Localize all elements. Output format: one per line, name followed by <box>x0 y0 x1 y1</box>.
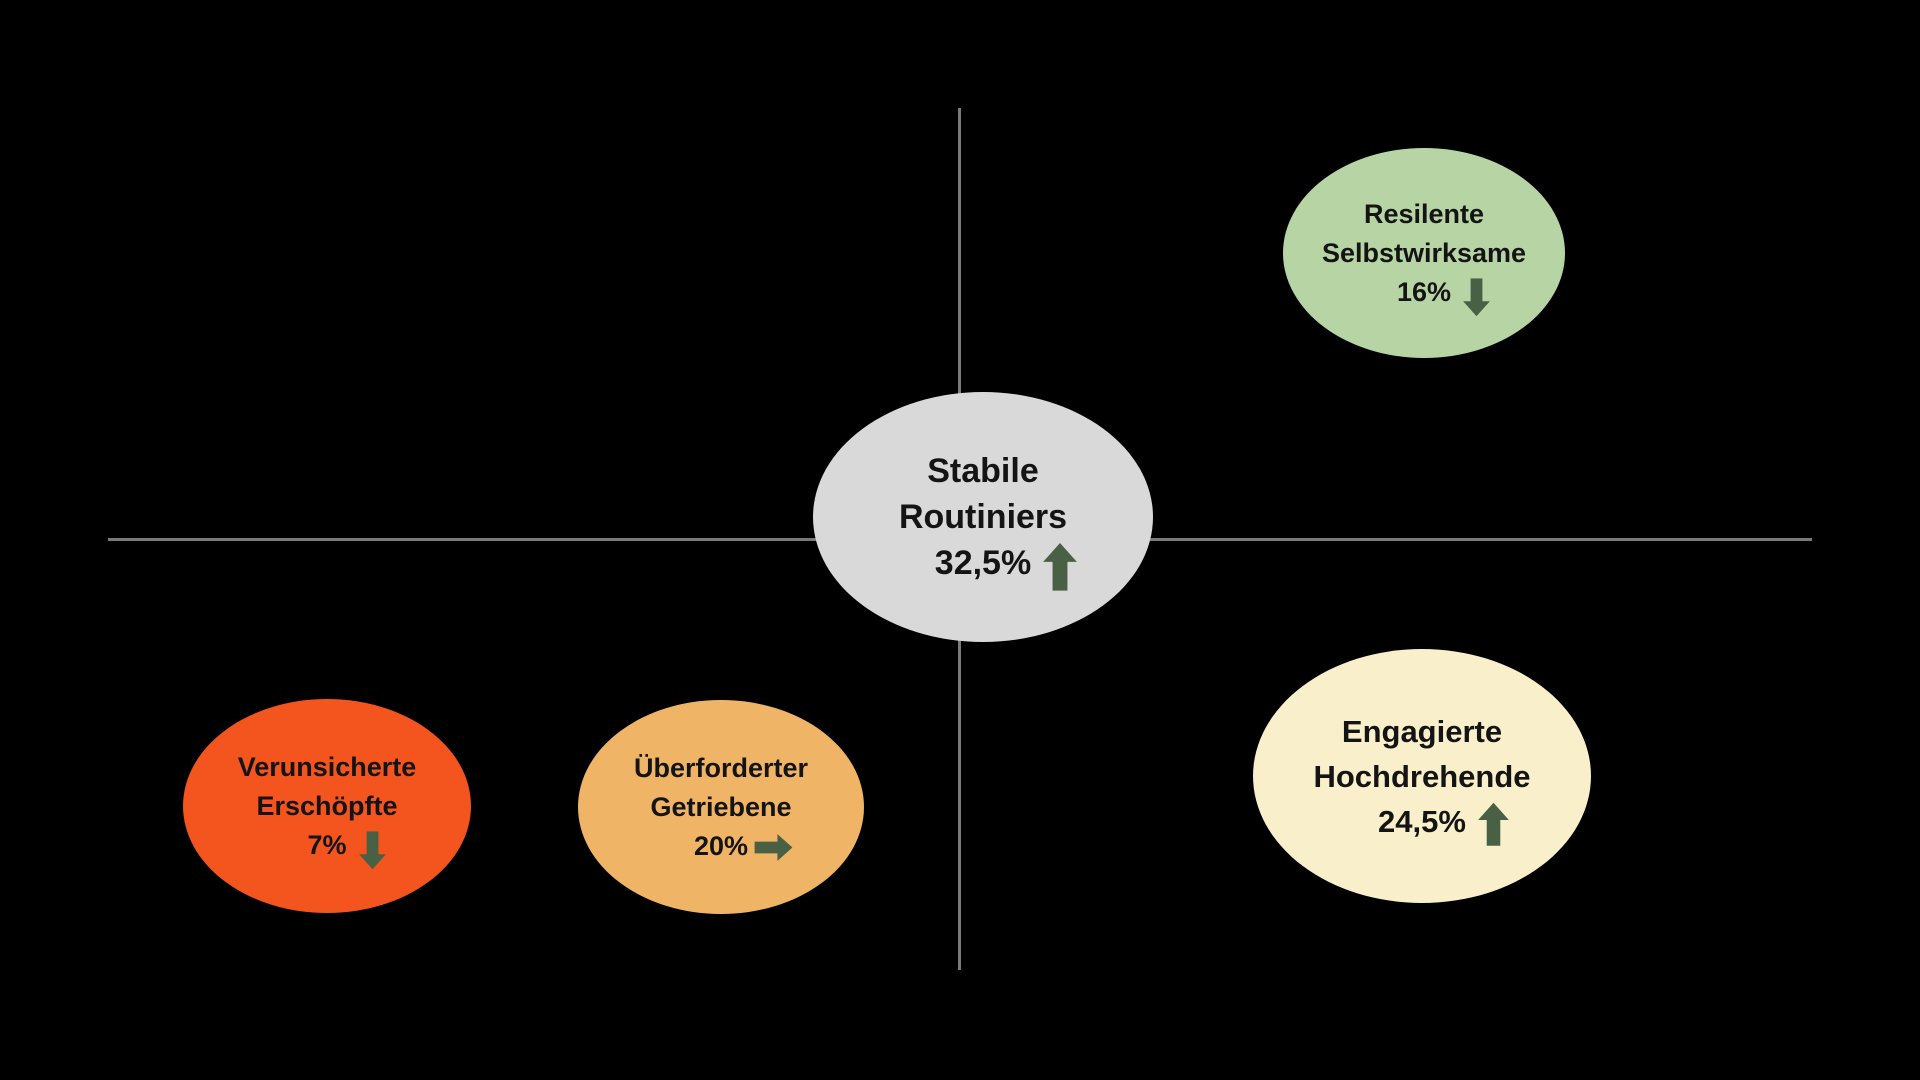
bubble-verunsicherte-erschoepfte: Verunsicherte Erschöpfte 7% <box>183 699 471 913</box>
bubble-value: 24,5% <box>1378 803 1466 839</box>
bubble-value: 32,5% <box>934 544 1032 582</box>
bubble-label-line1: Überforderter <box>633 752 809 783</box>
trend-right-icon <box>754 834 793 861</box>
bubble-value: 16% <box>1396 276 1452 307</box>
trend-down-icon <box>1463 278 1490 317</box>
trend-up-icon <box>1478 802 1509 847</box>
trend-up-icon <box>1043 543 1077 591</box>
bubble-value-row: 24,5% <box>1253 799 1591 847</box>
bubble-value: 7% <box>307 829 347 860</box>
bubble-ueberforderter-getriebene: Überforderter Getriebene 20% <box>578 700 864 914</box>
bubble-label-line2: Getriebene <box>650 791 792 822</box>
bubble-label-line1: Engagierte <box>1341 713 1503 749</box>
bubble-value-row: 32,5% <box>813 540 1153 591</box>
bubble-value-row: 20% <box>578 827 864 866</box>
bubble-value-row: 16% <box>1283 273 1565 317</box>
bubble-label-line2: Hochdrehende <box>1313 758 1531 794</box>
bubble-value: 20% <box>693 830 749 861</box>
bubble-stabile-routiniers: Stabile Routiniers 32,5% <box>813 392 1153 642</box>
bubble-label-line2: Selbstwirksame <box>1321 237 1527 268</box>
bubble-label-line1: Verunsicherte <box>237 751 417 782</box>
bubble-engagierte-hochdrehende: Engagierte Hochdrehende 24,5% <box>1253 649 1591 903</box>
trend-down-icon <box>358 831 386 870</box>
bubble-label-line2: Erschöpfte <box>256 790 398 821</box>
bubble-label-line2: Routiniers <box>898 498 1068 536</box>
bubble-value-row: 7% <box>183 826 471 870</box>
bubble-resilente-selbstwirksame: Resilente Selbstwirksame 16% <box>1283 148 1565 358</box>
bubble-label-line1: Resilente <box>1363 198 1485 229</box>
bubble-label-line1: Stabile <box>927 452 1039 490</box>
